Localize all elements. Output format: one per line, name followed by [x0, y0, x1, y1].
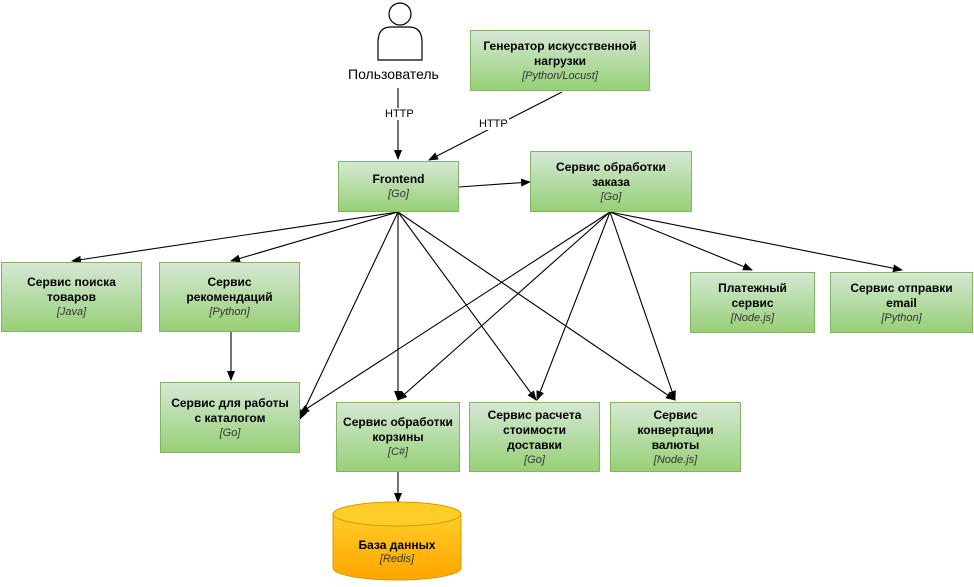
node-catalog-tech: [Go] [219, 426, 241, 439]
node-cart[interactable]: Сервис обработки корзины [C#] [336, 402, 460, 472]
node-currency[interactable]: Сервис конвертации валюты [Node.js] [610, 402, 741, 472]
node-catalog-title: Сервис для работы с каталогом [171, 395, 289, 425]
node-shipping-tech: [Go] [524, 453, 545, 466]
node-db-tech: [Redis] [379, 553, 415, 565]
node-order-title: Сервис обработки заказа [556, 159, 666, 189]
node-loadgen-tech: [Python/Locust] [522, 69, 598, 82]
node-recommend[interactable]: Сервис рекомендаций [Python] [159, 262, 300, 332]
node-recommend-tech: [Python] [209, 306, 250, 318]
node-email-tech: [Python] [881, 311, 922, 324]
edge-order-catalog [299, 211, 611, 414]
user-actor-label: Пользователь [348, 66, 439, 82]
node-currency-tech: [Node.js] [653, 453, 698, 466]
node-search[interactable]: Сервис поиска товаров [Java] [1, 262, 142, 332]
node-search-tech: [Java] [56, 306, 87, 318]
edge-frontend-order [458, 178, 531, 188]
edge-frontend-shipping [397, 211, 537, 401]
node-currency-title: Сервис конвертации валюты [637, 407, 714, 452]
edge-label-loadgen-http: HTTP [478, 118, 509, 130]
edge-order-shipping [536, 211, 611, 401]
edge-frontend-currency [397, 211, 676, 401]
node-loadgen[interactable]: Генератор искусственной нагрузки [Python… [470, 30, 650, 91]
node-catalog[interactable]: Сервис для работы с каталогом [Go] [160, 382, 300, 453]
node-db-title: База данных [358, 538, 436, 552]
node-email-title: Сервис отправки email [850, 280, 953, 310]
edge-order-email [609, 211, 903, 273]
node-order-tech: [Go] [600, 190, 622, 203]
node-payment[interactable]: Платежный сервис [Node.js] [690, 272, 815, 333]
node-search-title: Сервис поиска товаров [27, 275, 116, 304]
edge-order-payment [609, 211, 753, 271]
node-cart-tech: [C#] [387, 446, 409, 458]
edge-frontend-search [71, 211, 399, 264]
node-shipping[interactable]: Сервис расчета стоимости доставки [Go] [469, 402, 600, 472]
user-actor-icon[interactable] [377, 2, 423, 61]
node-shipping-title: Сервис расчета стоимости доставки [487, 407, 582, 452]
node-order[interactable]: Сервис обработки заказа [Go] [530, 151, 692, 212]
node-frontend[interactable]: Frontend [Go] [338, 161, 459, 212]
node-frontend-title: Frontend [372, 172, 425, 186]
node-payment-title: Платежный сервис [718, 280, 787, 310]
edge-order-cart [397, 211, 611, 401]
edge-frontend-catalog [299, 211, 399, 420]
node-frontend-tech: [Go] [388, 188, 409, 200]
node-loadgen-title: Генератор искусственной нагрузки [483, 38, 637, 68]
node-cart-title: Сервис обработки корзины [343, 415, 453, 444]
edge-frontend-recommend [230, 211, 399, 263]
edge-order-currency [609, 211, 676, 401]
node-recommend-title: Сервис рекомендаций [186, 275, 273, 304]
edge-label-user-http: HTTP [384, 108, 415, 120]
database-cylinder-icon [332, 501, 462, 581]
node-email[interactable]: Сервис отправки email [Python] [830, 272, 973, 333]
node-db[interactable]: База данных [Redis] [332, 500, 462, 582]
node-payment-tech: [Node.js] [730, 311, 775, 324]
